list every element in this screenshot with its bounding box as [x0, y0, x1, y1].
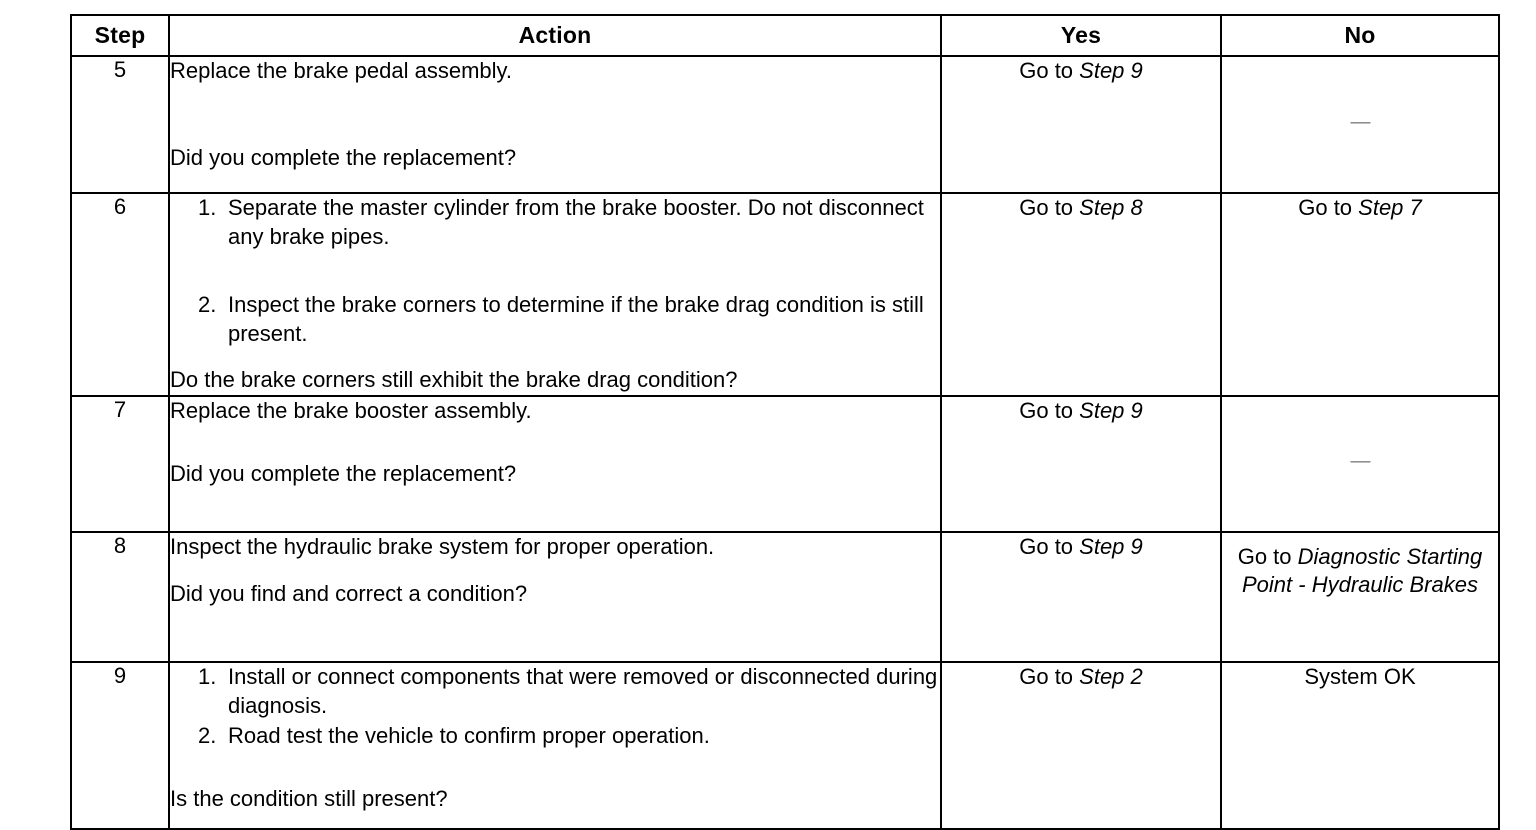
no-target-ref: Step 7	[1358, 195, 1422, 220]
no-cell: —	[1220, 394, 1500, 533]
action-cell: Replace the brake booster assembly. Did …	[168, 394, 942, 533]
yes-cell: Go to Step 9	[940, 394, 1222, 533]
no-cell: —	[1220, 55, 1500, 194]
spacer	[170, 251, 940, 291]
yes-target-ref: Step 9	[1079, 58, 1143, 83]
yes-cell: Go to Step 9	[940, 530, 1222, 663]
list-item-number: 2.	[198, 292, 217, 318]
yes-target-ref: Step 2	[1079, 663, 1143, 689]
yes-prefix: Go to	[1019, 533, 1080, 559]
action-question-text: Is the condition still present?	[170, 785, 448, 811]
action-cell: Inspect the hydraulic brake system for p…	[168, 530, 942, 663]
yes-target-ref: Step 9	[1079, 397, 1143, 423]
list-item: 1. Separate the master cylinder from the…	[170, 194, 940, 251]
table-header-row: Step Action Yes No	[70, 14, 1500, 57]
yes-target-ref: Step 9	[1079, 533, 1143, 559]
column-header-step: Step	[70, 14, 170, 57]
step-number: 5	[70, 55, 170, 194]
spacer	[170, 751, 940, 785]
action-question-text: Did you complete the replacement?	[170, 460, 517, 486]
action-cell: Replace the brake pedal assembly. Did yo…	[168, 55, 942, 194]
action-lead-text: Replace the brake pedal assembly.	[170, 58, 513, 83]
list-item: 2. Road test the vehicle to confirm prop…	[170, 722, 940, 751]
step-number: 8	[70, 530, 170, 663]
column-header-no: No	[1220, 14, 1500, 57]
no-cell: System OK	[1220, 660, 1500, 830]
yes-cell: Go to Step 2	[940, 660, 1222, 830]
column-header-yes: Yes	[940, 14, 1222, 57]
list-item-text: Road test the vehicle to confirm proper …	[228, 723, 710, 749]
no-cell: Go to Step 7	[1220, 192, 1500, 397]
action-cell: 1. Separate the master cylinder from the…	[168, 192, 942, 397]
em-dash-mark: —	[1350, 110, 1371, 133]
action-step-list: 1. Separate the master cylinder from the…	[170, 194, 940, 348]
table-row: 6 1. Separate the master cylinder from t…	[70, 192, 1500, 397]
document-page: Step Action Yes No 5 Replace the brake p…	[70, 14, 1500, 830]
yes-target-ref: Step 8	[1079, 195, 1143, 220]
em-dash-mark: —	[1350, 449, 1371, 472]
action-question-text: Did you find and correct a condition?	[170, 580, 528, 606]
yes-cell: Go to Step 8	[940, 192, 1222, 397]
yes-prefix: Go to	[1019, 397, 1080, 423]
list-item: 1. Install or connect components that we…	[170, 663, 940, 720]
no-target-ref: Diagnostic Starting Point - Hydraulic Br…	[1242, 543, 1483, 598]
list-item-text: Install or connect components that were …	[228, 663, 938, 718]
action-question-text: Do the brake corners still exhibit the b…	[170, 367, 738, 393]
no-cell: Go to Diagnostic Starting Point - Hydrau…	[1220, 530, 1500, 663]
list-item-number: 2.	[198, 723, 217, 749]
diagnostic-table: Step Action Yes No 5 Replace the brake p…	[70, 14, 1500, 830]
table-row: 7 Replace the brake booster assembly. Di…	[70, 394, 1500, 533]
list-item-text: Inspect the brake corners to determine i…	[228, 292, 924, 346]
column-header-action: Action	[168, 14, 942, 57]
list-item-text: Separate the master cylinder from the br…	[228, 195, 924, 249]
table-row: 8 Inspect the hydraulic brake system for…	[70, 530, 1500, 663]
yes-prefix: Go to	[1019, 58, 1080, 83]
action-lead-text: Replace the brake booster assembly.	[170, 397, 532, 423]
spacer	[170, 562, 940, 580]
list-item-number: 1.	[198, 663, 217, 689]
step-number: 7	[70, 394, 170, 533]
table-row: 5 Replace the brake pedal assembly. Did …	[70, 55, 1500, 194]
no-prefix: Go to	[1237, 543, 1298, 569]
spacer	[170, 86, 940, 144]
action-step-list: 1. Install or connect components that we…	[170, 663, 940, 751]
yes-cell: Go to Step 9	[940, 55, 1222, 194]
action-lead-text: Inspect the hydraulic brake system for p…	[170, 533, 715, 559]
list-item: 2. Inspect the brake corners to determin…	[170, 291, 940, 348]
table-row: 9 1. Install or connect components that …	[70, 660, 1500, 830]
yes-prefix: Go to	[1019, 195, 1080, 220]
action-cell: 1. Install or connect components that we…	[168, 660, 942, 830]
spacer	[170, 348, 940, 366]
yes-prefix: Go to	[1019, 663, 1080, 689]
step-number: 9	[70, 660, 170, 830]
spacer	[170, 426, 940, 460]
no-plain-text: System OK	[1304, 663, 1416, 689]
step-number: 6	[70, 192, 170, 397]
action-question-text: Did you complete the replacement?	[170, 144, 517, 170]
list-item-number: 1.	[198, 195, 217, 220]
no-prefix: Go to	[1298, 195, 1359, 220]
